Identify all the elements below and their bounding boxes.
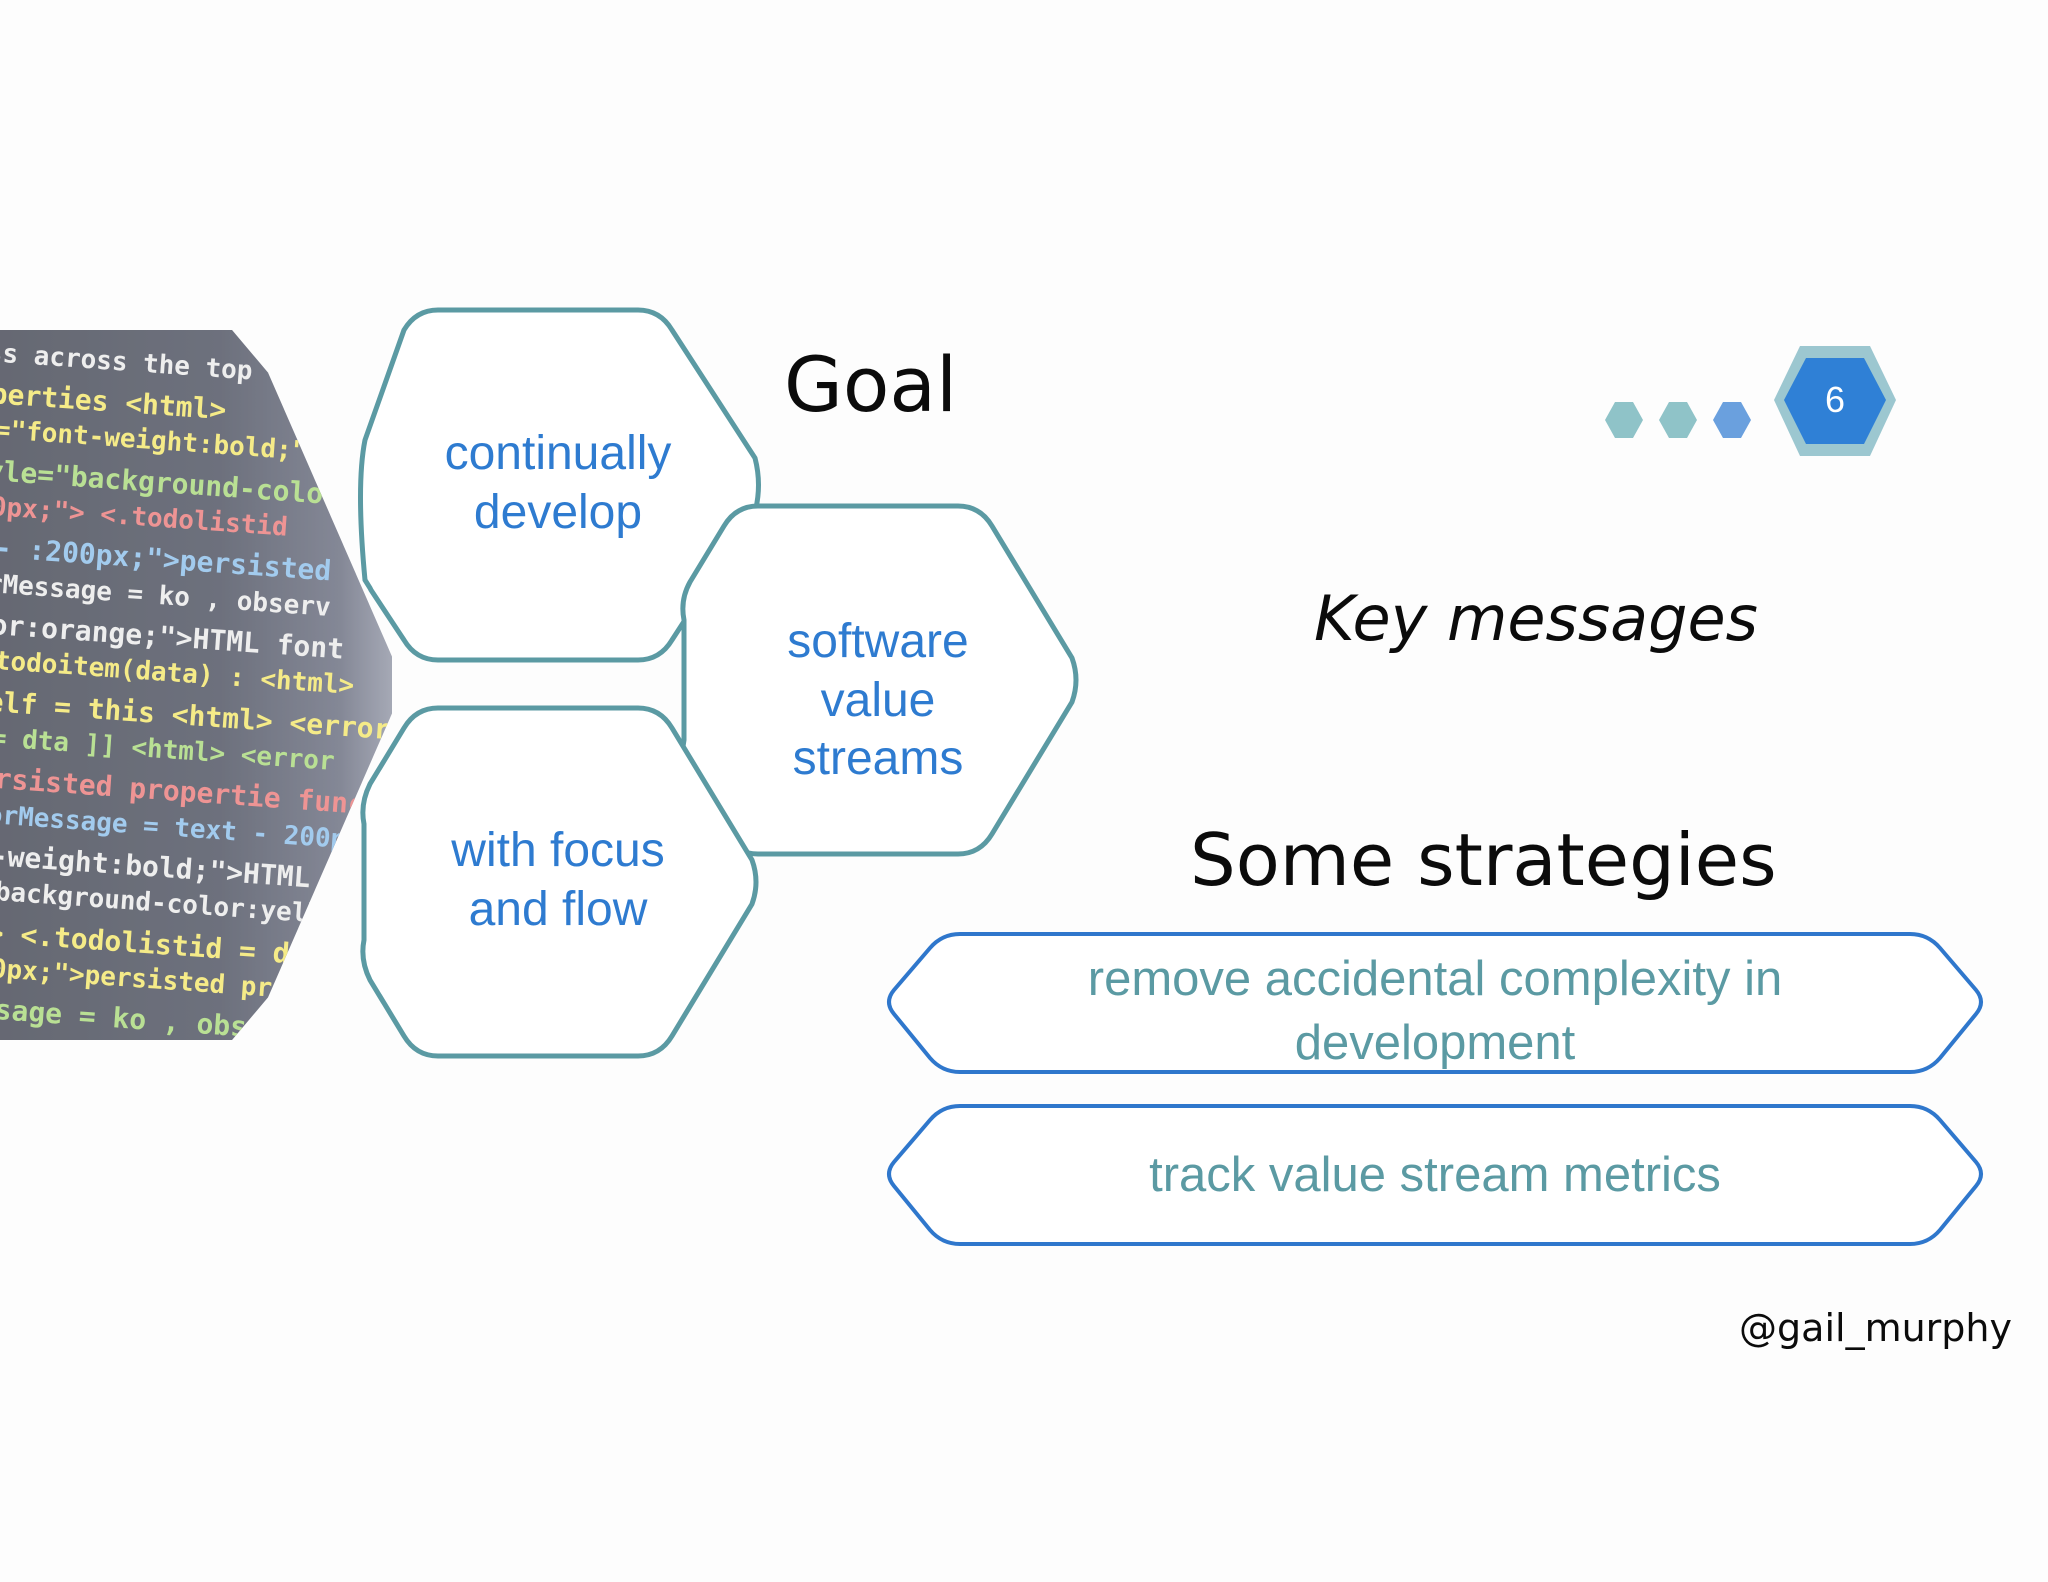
strategy-line: remove accidental complexity in	[1087, 952, 1783, 1006]
strategy-line: track value stream metrics	[1149, 1148, 1721, 1202]
strategies-title: Some strategies	[1190, 818, 1777, 902]
hexagon-text-continually-develop: continually develop	[418, 425, 698, 542]
slide-number-badge-inner	[1784, 358, 1886, 444]
hexagon-line: software	[787, 615, 969, 668]
hexagon-continually-develop	[358, 307, 761, 663]
strategy-text-2: track value stream metrics	[960, 1144, 1910, 1208]
hexagon-text-with-focus-and-flow: with focus and flow	[418, 822, 698, 939]
hexagon-line: with focus	[451, 824, 665, 877]
strategy-pill-2	[887, 1104, 1983, 1246]
goal-title: Goal	[784, 340, 958, 429]
hexagon-line: value	[820, 673, 936, 727]
hexagon-line: and flow	[468, 882, 648, 936]
strategy-line: development	[1294, 1015, 1576, 1070]
hexagon-line: continually	[444, 427, 672, 480]
hexagon-with-focus-and-flow	[360, 705, 759, 1059]
author-handle: @gail_murphy	[1739, 1306, 2012, 1350]
progress-dot-2	[1659, 402, 1697, 438]
progress-dot-3	[1713, 402, 1751, 438]
hexagon-line: streams	[792, 732, 964, 786]
key-messages-label: Key messages	[1314, 582, 1758, 655]
slide-number: 6	[1824, 379, 1846, 420]
hexagon-text-software-value-streams: software value streams	[738, 613, 1018, 789]
strategy-pill-1	[887, 932, 1983, 1074]
progress-dot-1	[1605, 402, 1643, 438]
strategy-text-1: remove accidental complexity in developm…	[960, 948, 1910, 1075]
hexagon-line: develop	[473, 485, 643, 539]
